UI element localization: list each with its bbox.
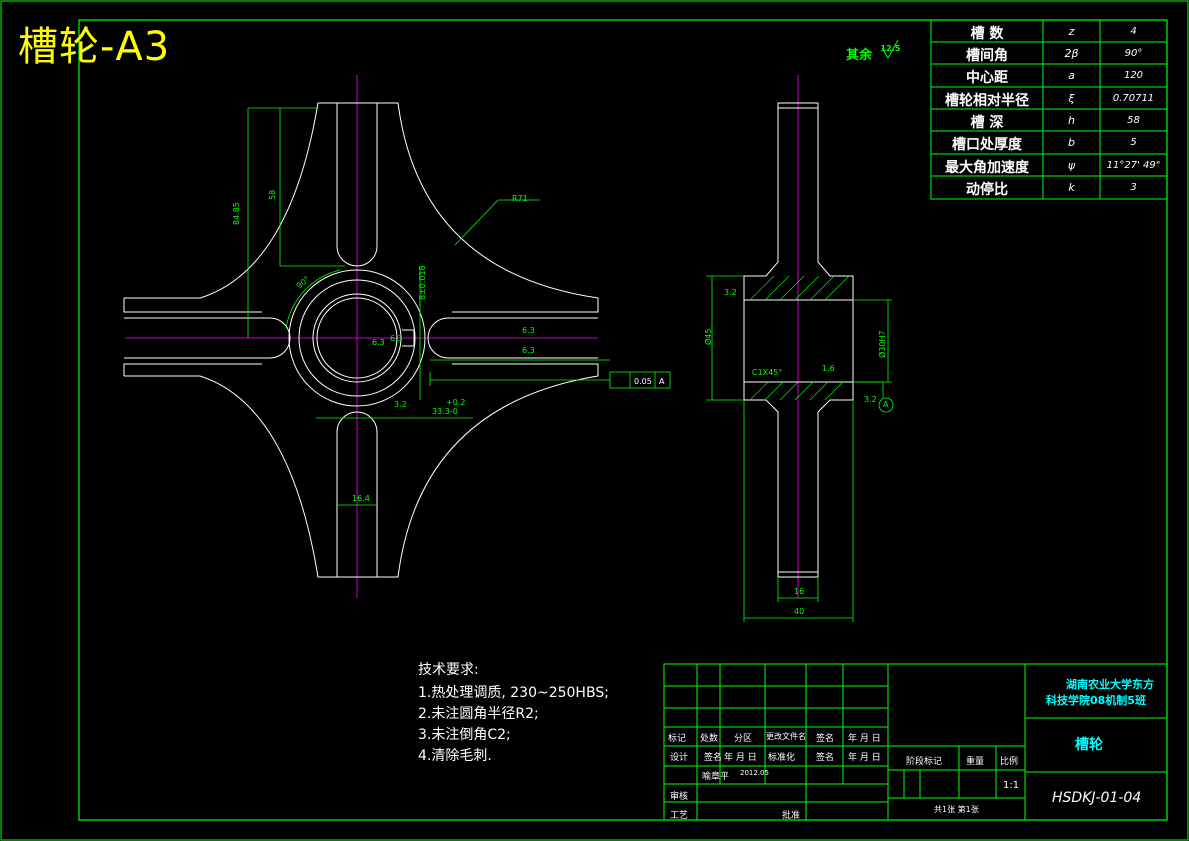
param-value: 120 <box>1123 70 1144 81</box>
param-symbol: k <box>1068 181 1075 194</box>
sheet-title: 槽轮-A3 <box>18 24 171 70</box>
param-symbol: a <box>1068 69 1075 82</box>
param-row: 槽口处厚度 b 5 <box>931 134 1167 154</box>
tech-title: 技术要求: <box>418 662 479 678</box>
param-row: 最大角加速度 ψ 11°27' 49" <box>931 157 1167 177</box>
param-row: 槽 数 z 4 <box>931 23 1167 43</box>
param-symbol: ξ <box>1068 92 1075 105</box>
tech-item: 2.未注圆角半径R2; <box>418 706 539 722</box>
param-name: 槽口处厚度 <box>952 137 1022 153</box>
param-value: 4 <box>1130 26 1137 37</box>
tech-item: 4.清除毛刺. <box>418 748 492 764</box>
front-view <box>123 75 599 598</box>
param-value: 11°27' 49" <box>1106 160 1161 171</box>
param-value: 90° <box>1124 48 1143 59</box>
param-name: 槽 数 <box>970 26 1004 42</box>
param-row: 槽 深 h 58 <box>931 112 1167 132</box>
param-name: 槽轮相对半径 <box>945 93 1029 109</box>
param-symbol: z <box>1068 25 1075 38</box>
side-view <box>743 75 854 598</box>
param-symbol: 2β <box>1064 47 1079 60</box>
param-row: 动停比 k 3 <box>931 179 1167 199</box>
param-symbol: h <box>1068 114 1075 127</box>
roughness-note-value: 12.5 <box>880 44 901 53</box>
title-block-lines <box>663 663 1168 821</box>
param-row: 槽间角 2β 90° <box>931 45 1167 65</box>
param-symbol: ψ <box>1067 159 1076 172</box>
param-value: 5 <box>1130 137 1137 148</box>
front-dims <box>247 107 671 506</box>
tech-item: 3.未注倒角C2; <box>418 727 511 743</box>
param-symbol: b <box>1068 136 1075 149</box>
param-row: 槽轮相对半径 ξ 0.70711 <box>931 90 1167 110</box>
param-name: 槽 深 <box>970 115 1004 131</box>
technical-requirements: 技术要求: 1.热处理调质, 230~250HBS; 2.未注圆角半径R2; 3… <box>418 660 609 767</box>
roughness-symbol-icon <box>881 39 899 59</box>
param-value: 3 <box>1130 182 1137 193</box>
roughness-note: 其余 12.5 <box>846 44 900 63</box>
param-name: 动停比 <box>966 182 1008 198</box>
roughness-note-label: 其余 <box>846 48 873 63</box>
param-name: 槽间角 <box>966 48 1008 64</box>
param-value: 0.70711 <box>1112 93 1155 104</box>
param-row: 中心距 a 120 <box>931 67 1167 87</box>
side-dims <box>706 275 894 622</box>
param-value: 58 <box>1127 115 1140 126</box>
param-name: 最大角加速度 <box>945 160 1029 176</box>
inner-frame <box>78 19 1168 821</box>
tech-item: 1.热处理调质, 230~250HBS; <box>418 685 609 701</box>
param-name: 中心距 <box>966 70 1008 86</box>
param-table <box>930 19 1168 200</box>
